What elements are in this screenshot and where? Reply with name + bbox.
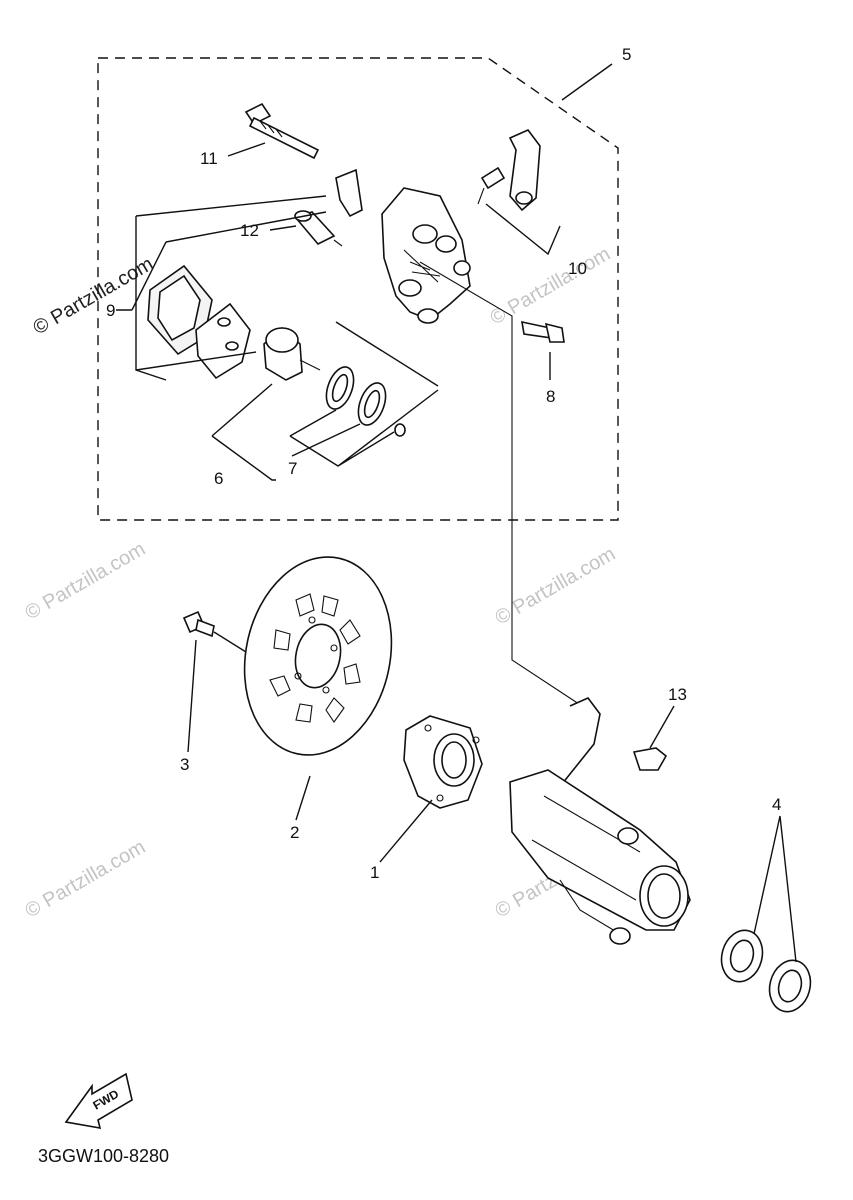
- callout-7: 7: [288, 459, 297, 478]
- seal-kit-7: [325, 366, 406, 437]
- callout-8: 8: [546, 387, 555, 406]
- watermark-3: © Partzilla.com: [22, 538, 150, 624]
- watermark-1: © Partzilla.com: [487, 243, 615, 329]
- piston-6: [263, 326, 321, 381]
- callout-5: 5: [622, 45, 631, 64]
- callout-13: 13: [668, 685, 687, 704]
- slide-pin-11: [244, 102, 320, 160]
- watermark-2: © Partzilla.com: [492, 543, 620, 629]
- bolt-13: [632, 747, 668, 771]
- brake-disc-2: [243, 556, 393, 756]
- callout-3: 3: [180, 755, 189, 774]
- forward-arrow-icon: FWD: [64, 1072, 133, 1130]
- bolt-8: [521, 320, 565, 343]
- callout-1: 1: [370, 863, 379, 882]
- callout-10: 10: [568, 259, 587, 278]
- disc-bolt-3: [182, 610, 215, 638]
- hub-1: [403, 715, 483, 809]
- bracket-10: [477, 129, 541, 212]
- callout-4: 4: [772, 795, 781, 814]
- callout-2: 2: [290, 823, 299, 842]
- callout-12: 12: [240, 221, 259, 240]
- callout-labels: 1 2 3 4 5 6 7 8 9 10 11 12 13: [106, 45, 781, 882]
- callout-11: 11: [200, 149, 218, 168]
- lock-nuts-4: [720, 929, 812, 1013]
- watermark-4: © Partzilla.com: [22, 836, 150, 922]
- callout-6: 6: [214, 469, 223, 488]
- pad-clip: [335, 168, 363, 218]
- diagram-code: 3GGW100-8280: [38, 1146, 170, 1166]
- caliper-body: [381, 187, 471, 324]
- watermark-main: © Partzilla.com: [30, 253, 158, 339]
- caliper-assembly-boundary: [97, 57, 619, 521]
- callout-9: 9: [106, 301, 115, 320]
- axle-housing: [509, 697, 691, 945]
